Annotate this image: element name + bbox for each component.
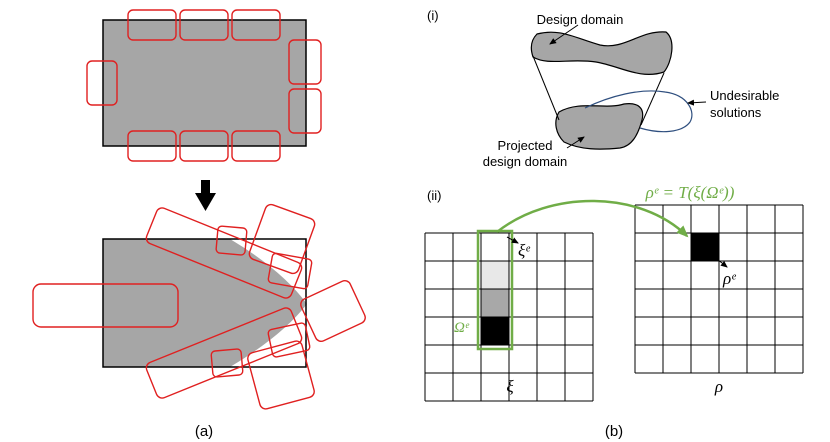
panel-i-label: (i)	[427, 8, 439, 23]
omega-e-label: Ωᵉ	[454, 320, 470, 336]
component-box	[288, 88, 322, 134]
component-box	[300, 280, 366, 342]
mapping-equation: ρᵉ = T(ξ(Ωᵉ))	[645, 183, 735, 202]
undesirable-label-line2: solutions	[710, 105, 762, 120]
design-domain-optimized	[103, 239, 307, 367]
panel-b-label: (b)	[605, 423, 623, 440]
xi-grid-label: ξ	[506, 377, 514, 396]
projected-label-line1: Projected	[498, 138, 553, 153]
component-box	[231, 130, 281, 162]
component-box	[247, 340, 315, 410]
component-box	[267, 252, 313, 290]
design-domain-label: Design domain	[537, 12, 624, 27]
component-box	[248, 203, 316, 275]
design-domain-blob	[530, 31, 673, 76]
component-box	[179, 9, 229, 41]
omega-e-outline	[476, 229, 514, 351]
component-box	[231, 9, 281, 41]
projected-label-line2: design domain	[483, 154, 568, 169]
component-box	[86, 60, 118, 106]
panel-a-optimized	[32, 203, 366, 410]
panel-ii-label: (ii)	[427, 188, 441, 203]
xi-e-label: ξᵉ	[518, 241, 530, 260]
component-box	[32, 283, 179, 328]
cell-black	[691, 233, 719, 261]
projected-pointer	[566, 136, 585, 149]
component-box	[179, 130, 229, 162]
cell-mid	[481, 289, 509, 317]
down-arrow-icon	[195, 180, 216, 211]
component-box	[267, 322, 311, 358]
design-domain-pointer	[549, 24, 579, 45]
undesirable-label-line1: Undesirable	[710, 88, 779, 103]
component-box	[127, 9, 177, 41]
component-box	[127, 130, 177, 162]
design-domain-rect-initial	[102, 19, 307, 147]
rho-e-label: ρᵉ	[722, 269, 736, 288]
component-box	[215, 225, 248, 256]
mapping-arrow	[496, 199, 689, 238]
undesirable-pointer	[687, 99, 707, 106]
rho-e-pointer	[716, 258, 728, 268]
rho-grid-label: ρ	[714, 377, 723, 396]
component-box	[145, 207, 303, 299]
cell-light	[481, 261, 509, 289]
panel-a-label: (a)	[195, 423, 213, 440]
left-grid-xi	[424, 229, 594, 402]
xi-e-pointer	[506, 236, 519, 244]
undesirable-solutions-curve	[584, 90, 693, 133]
component-box	[210, 348, 244, 378]
panel-a-initial	[86, 9, 322, 162]
design-domain-outline	[102, 238, 307, 368]
component-box	[288, 39, 322, 85]
projection-sketch	[530, 24, 707, 150]
right-grid-rho	[634, 204, 804, 374]
projected-domain-blob	[555, 103, 644, 150]
cell-black	[481, 317, 509, 345]
